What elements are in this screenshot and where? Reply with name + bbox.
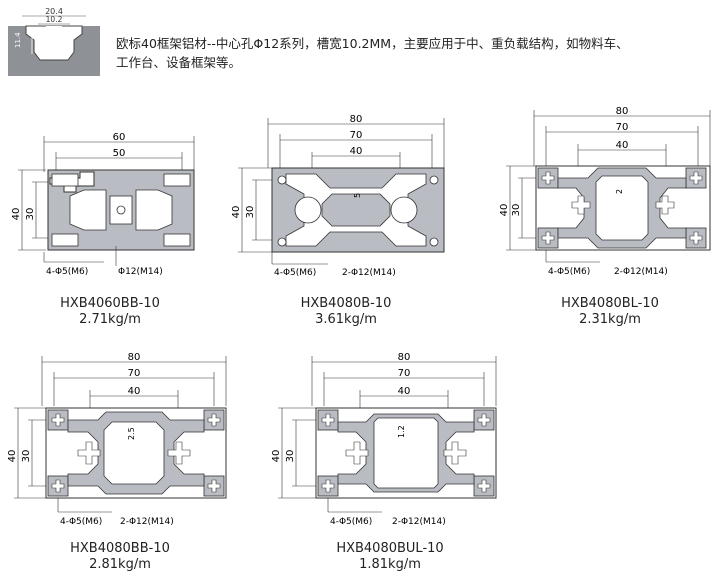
weight-label: 2.31kg/m — [579, 312, 641, 327]
dim-center-label: 70 — [350, 130, 363, 141]
dim-height-label: 40 — [11, 208, 22, 221]
dim-center-label: 70 — [128, 368, 141, 379]
slot-width-label: 20.4 — [45, 7, 63, 16]
caption-4080bb: HXB4080BB-10 2.81kg/m — [20, 541, 220, 573]
description-line-2: 工作台、设备框架等。 — [116, 55, 242, 70]
model-label: HXB4060BB-10 — [60, 296, 160, 311]
dim-height-label: 40 — [499, 204, 510, 217]
dim-height-label: 40 — [231, 206, 242, 219]
slot-height-label: 11.4 — [14, 32, 22, 48]
dim-width-label: 80 — [616, 106, 629, 117]
dim-wall-label: 5 — [353, 193, 362, 198]
dim-inner-label: 40 — [398, 386, 411, 397]
profile-4060bb-drawing: 60 50 40 30 4-Φ5(M6) Φ12(M14) — [11, 132, 195, 277]
dim-wall-label: 2.5 — [127, 427, 136, 440]
dim-center-label: 70 — [616, 122, 629, 133]
description: 欧标40框架铝材--中心孔Φ12系列，槽宽10.2MM，主要应用于中、重负载结构… — [116, 34, 716, 72]
caption-4080bl: HXB4080BL-10 2.31kg/m — [510, 296, 710, 328]
holes-label: 4-Φ5(M6) — [46, 267, 88, 277]
dim-height-label: 40 — [271, 450, 282, 463]
center-hole-label: 2-Φ12(M14) — [120, 517, 174, 527]
holes-label: 4-Φ5(M6) — [274, 268, 316, 278]
weight-label: 2.81kg/m — [89, 557, 151, 572]
dim-wall-label: 2 — [615, 189, 624, 194]
dim-center-label: 70 — [398, 368, 411, 379]
model-label: HXB4080B-10 — [300, 296, 392, 311]
weight-label: 1.81kg/m — [359, 557, 421, 572]
model-label: HXB4080BL-10 — [561, 296, 659, 311]
slot-profile-diagram: 20.4 10.2 4 11.4 — [8, 7, 100, 76]
description-line-1: 欧标40框架铝材--中心孔Φ12系列，槽宽10.2MM，主要应用于中、重负载结构… — [116, 36, 629, 51]
dim-inner-label: 40 — [350, 146, 363, 157]
dim-wall-label: 1.2 — [397, 425, 406, 438]
profile-4080b-drawing: 80 70 40 40 30 5 4-Φ5(M6) 2-Φ12(M14) — [231, 114, 445, 278]
holes-label: 4-Φ5(M6) — [548, 267, 590, 277]
weight-label: 2.71kg/m — [79, 312, 141, 327]
profile-4080bl-drawing: 80 70 40 40 30 2 4-Φ5(M6) 2-Φ12(M14) — [499, 106, 711, 277]
slot-opening-label: 10.2 — [46, 15, 63, 24]
dim-inner-height-label: 30 — [511, 204, 522, 217]
holes-label: 4-Φ5(M6) — [60, 517, 102, 527]
dim-width-label: 80 — [128, 352, 141, 363]
profile-4080bb-drawing: 80 70 40 40 30 2.5 4-Φ5(M6) 2-Φ12(M14) — [7, 352, 227, 527]
center-hole-label: Φ12(M14) — [118, 267, 163, 277]
caption-4080bul: HXB4080BUL-10 1.81kg/m — [290, 541, 490, 573]
model-label: HXB4080BB-10 — [70, 541, 170, 556]
slot-depth-label: 4 — [72, 27, 77, 36]
dim-inner-label: 40 — [616, 140, 629, 151]
center-hole-label: 2-Φ12(M14) — [392, 517, 446, 527]
dim-inner-height-label: 30 — [285, 450, 296, 463]
dim-inner-height-label: 30 — [21, 450, 32, 463]
holes-label: 4-Φ5(M6) — [330, 517, 372, 527]
dim-width-label: 80 — [398, 352, 411, 363]
weight-label: 3.61kg/m — [315, 312, 377, 327]
center-hole-label: 2-Φ12(M14) — [614, 267, 668, 277]
dim-inner-height-label: 30 — [25, 208, 36, 221]
dim-width-label: 80 — [350, 114, 363, 125]
model-label: HXB4080BUL-10 — [336, 541, 444, 556]
dim-inner-label: 40 — [128, 386, 141, 397]
caption-4060bb: HXB4060BB-10 2.71kg/m — [10, 296, 210, 328]
dim-inner-height-label: 30 — [245, 206, 256, 219]
dim-height-label: 40 — [7, 450, 18, 463]
dim-width-label: 60 — [113, 132, 126, 143]
profile-4080bul-drawing: 80 70 40 40 30 1.2 4-Φ5(M6) 2-Φ12(M14) — [271, 352, 497, 527]
caption-4080b: HXB4080B-10 3.61kg/m — [246, 296, 446, 328]
dim-center-label: 50 — [113, 148, 126, 159]
center-hole-label: 2-Φ12(M14) — [342, 268, 396, 278]
